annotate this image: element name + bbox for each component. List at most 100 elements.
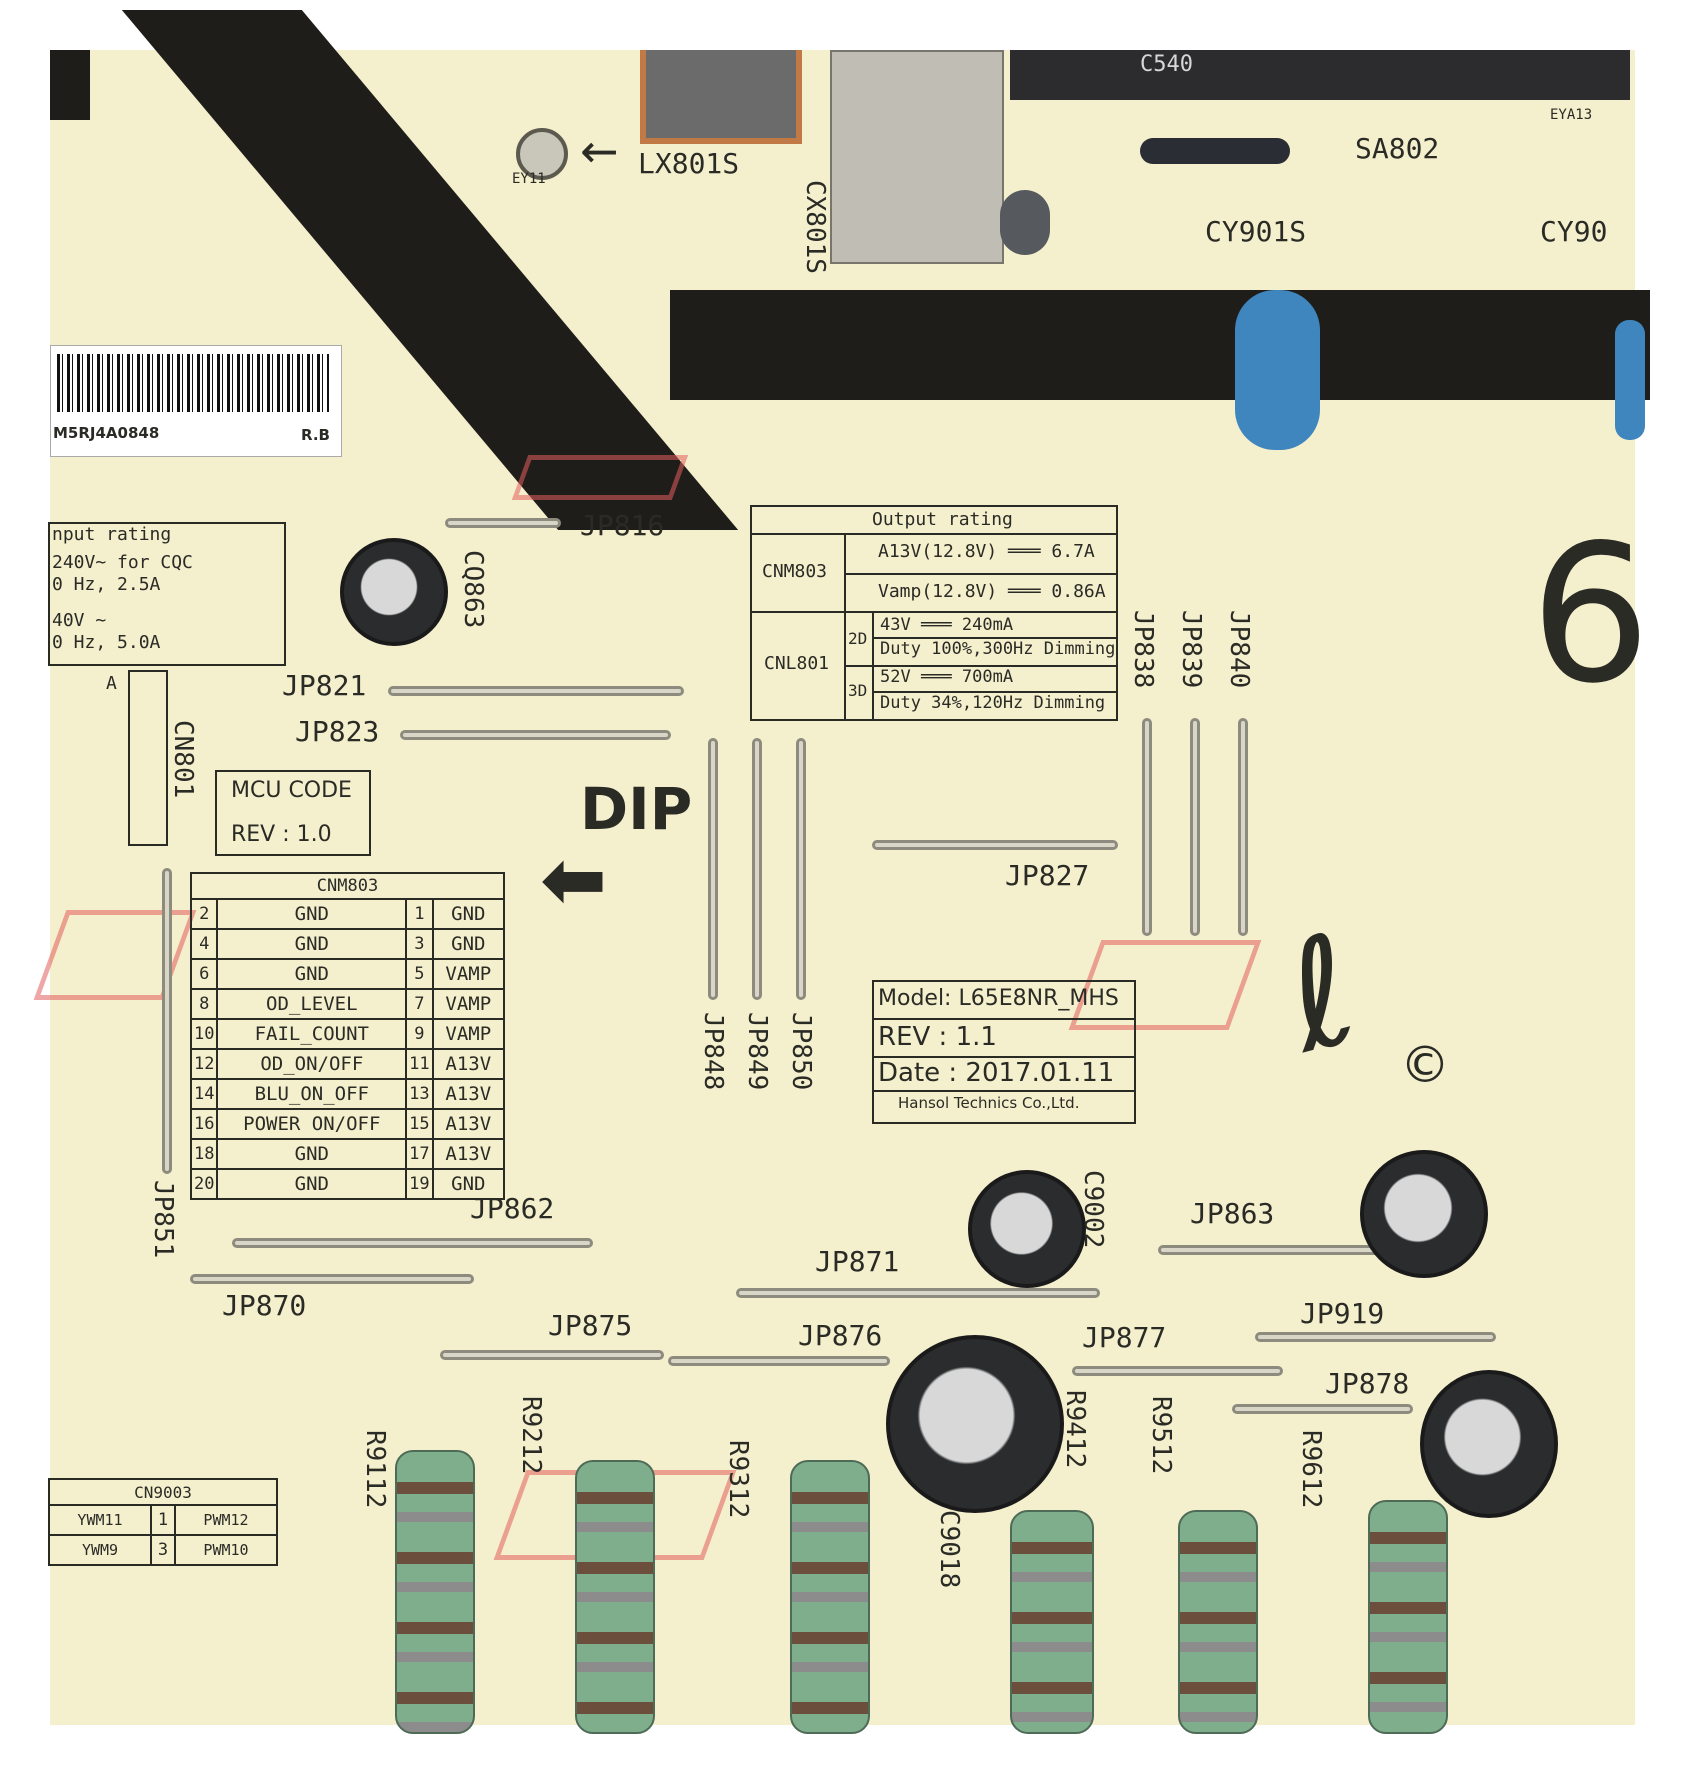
output-rating-title: Output rating (872, 509, 1013, 530)
jumper-jp875 (440, 1350, 664, 1360)
cnm803-pin-signal: GND (431, 898, 506, 930)
cn9003-r2-right: PWM10 (174, 1534, 278, 1566)
jumper-jp816 (445, 518, 561, 528)
output-2d-line2: Duty 100%,300Hz Dimming (880, 639, 1116, 659)
cnm803-pin-signal: A13V (431, 1138, 506, 1170)
input-rating-line4: 0 Hz, 5.0A (52, 632, 161, 653)
cn9003-pin-table: CN9003 YWM11 1 PWM12 YWM9 3 PWM10 (48, 1478, 278, 1566)
jp850-label: JP850 (786, 1012, 816, 1091)
cnm803-pin-signal: OD_LEVEL (216, 988, 408, 1020)
input-rating-line1: 240V~ for CQC (52, 552, 193, 573)
output-3d-line1: 52V ═══ 700mA (880, 667, 1014, 687)
resistor-r9312 (790, 1460, 870, 1734)
jp851-label: JP851 (148, 1180, 178, 1259)
red-logo-top (511, 455, 689, 500)
jp877-label: JP877 (1082, 1321, 1167, 1354)
cn9003-title: CN9003 (48, 1478, 278, 1506)
cnm803-pin-number: 1 (405, 898, 434, 930)
transistor (1000, 190, 1050, 255)
capacitor-cq863 (340, 538, 448, 646)
cy901s-label: CY901S (1205, 215, 1307, 248)
output-3d: 3D (848, 681, 868, 700)
resistor-r9512 (1178, 1510, 1258, 1734)
cn9003-r1-right: PWM12 (174, 1504, 278, 1536)
jumper-jp839 (1190, 718, 1200, 936)
cnm803-pin-number: 8 (189, 988, 219, 1020)
cn801-connector (128, 670, 168, 846)
jp848-label: JP848 (698, 1012, 728, 1091)
model-name: Model: L65E8NR_MHS (878, 986, 1119, 1011)
cnm803-pin-number: 14 (189, 1078, 219, 1110)
ey11-pad (516, 128, 568, 180)
jumper-jp827 (872, 840, 1118, 850)
r9412-label: R9412 (1060, 1390, 1090, 1469)
output-cnl801: CNL801 (764, 653, 830, 674)
cnm803-pin-signal: FAIL_COUNT (216, 1018, 408, 1050)
jp821-label: JP821 (282, 669, 367, 702)
r9212-label: R9212 (516, 1396, 546, 1475)
jp871-label: JP871 (815, 1245, 900, 1278)
jp827-label: JP827 (1005, 859, 1090, 892)
jumper-jp862 (232, 1238, 593, 1248)
sticker-serial: M5RJ4A0848 (53, 424, 160, 442)
cnm803-pin-signal: A13V (431, 1108, 506, 1140)
cnm803-pin-signal: OD_ON/OFF (216, 1048, 408, 1080)
jumper-jp850 (796, 738, 806, 1000)
cnm803-pin-number: 13 (405, 1078, 434, 1110)
trace-left-block (50, 50, 90, 120)
cn801-a-label: A (106, 673, 117, 694)
r9612-label: R9612 (1296, 1430, 1326, 1509)
jp840-label: JP840 (1224, 610, 1254, 689)
c9018-label: C9018 (934, 1510, 964, 1589)
cnm803-pin-number: 2 (189, 898, 219, 930)
resistor-r9612 (1368, 1500, 1448, 1734)
jp862-label: JP862 (470, 1192, 555, 1225)
capacitor-right (1360, 1150, 1488, 1278)
cnm803-pin-signal: GND (216, 1168, 408, 1200)
cnm803-pin-number: 11 (405, 1048, 434, 1080)
cq863-label: CQ863 (458, 550, 488, 629)
eya13-label: EYA13 (1550, 107, 1593, 123)
jp838-label: JP838 (1128, 610, 1158, 689)
cn801-label: CN801 (168, 720, 198, 799)
cnm803-pin-number: 12 (189, 1048, 219, 1080)
cnm803-pin-signal: BLU_ON_OFF (216, 1078, 408, 1110)
cy90-capacitor (1615, 320, 1645, 440)
jp878-label: JP878 (1325, 1367, 1410, 1400)
diode-sa802 (1140, 138, 1290, 164)
sticker-rev: R.B (301, 426, 330, 444)
jumper-jp870 (190, 1274, 474, 1284)
jumper-jp840 (1238, 718, 1248, 936)
cnm803-pin-signal: POWER ON/OFF (216, 1108, 408, 1140)
jp870-label: JP870 (222, 1289, 307, 1322)
transformer-block (1010, 50, 1630, 100)
lx801s-label: LX801S (638, 147, 740, 180)
output-rating-box: Output rating CNM803 A13V(12.8V) ═══ 6.7… (750, 505, 1118, 721)
capacitor-cx801s (830, 50, 1004, 264)
jp876-label: JP876 (798, 1319, 883, 1352)
jp839-label: JP839 (1176, 610, 1206, 689)
jumper-jp878 (1232, 1404, 1413, 1414)
cnm803-pin-number: 3 (405, 928, 434, 960)
dip-label: DIP (580, 775, 693, 843)
resistor-r9412 (1010, 1510, 1094, 1734)
c9002-label: C9002 (1078, 1170, 1108, 1249)
cnm803-pin-signal: GND (431, 928, 506, 960)
jumper-jp823 (400, 730, 671, 740)
cnm803-pin-number: 6 (189, 958, 219, 990)
barcode-sticker: M5RJ4A0848 R.B (50, 345, 342, 457)
model-date: Date : 2017.01.11 (878, 1058, 1115, 1088)
cnm803-pin-number: 5 (405, 958, 434, 990)
cnm803-pin-number: 10 (189, 1018, 219, 1050)
jumper-jp876 (668, 1356, 890, 1366)
cnm803-pin-number: 19 (405, 1168, 434, 1200)
jumper-jp849 (752, 738, 762, 1000)
cnm803-pin-number: 9 (405, 1018, 434, 1050)
capacitor-c9018 (886, 1335, 1064, 1513)
cnm803-pin-signal: VAMP (431, 1018, 506, 1050)
